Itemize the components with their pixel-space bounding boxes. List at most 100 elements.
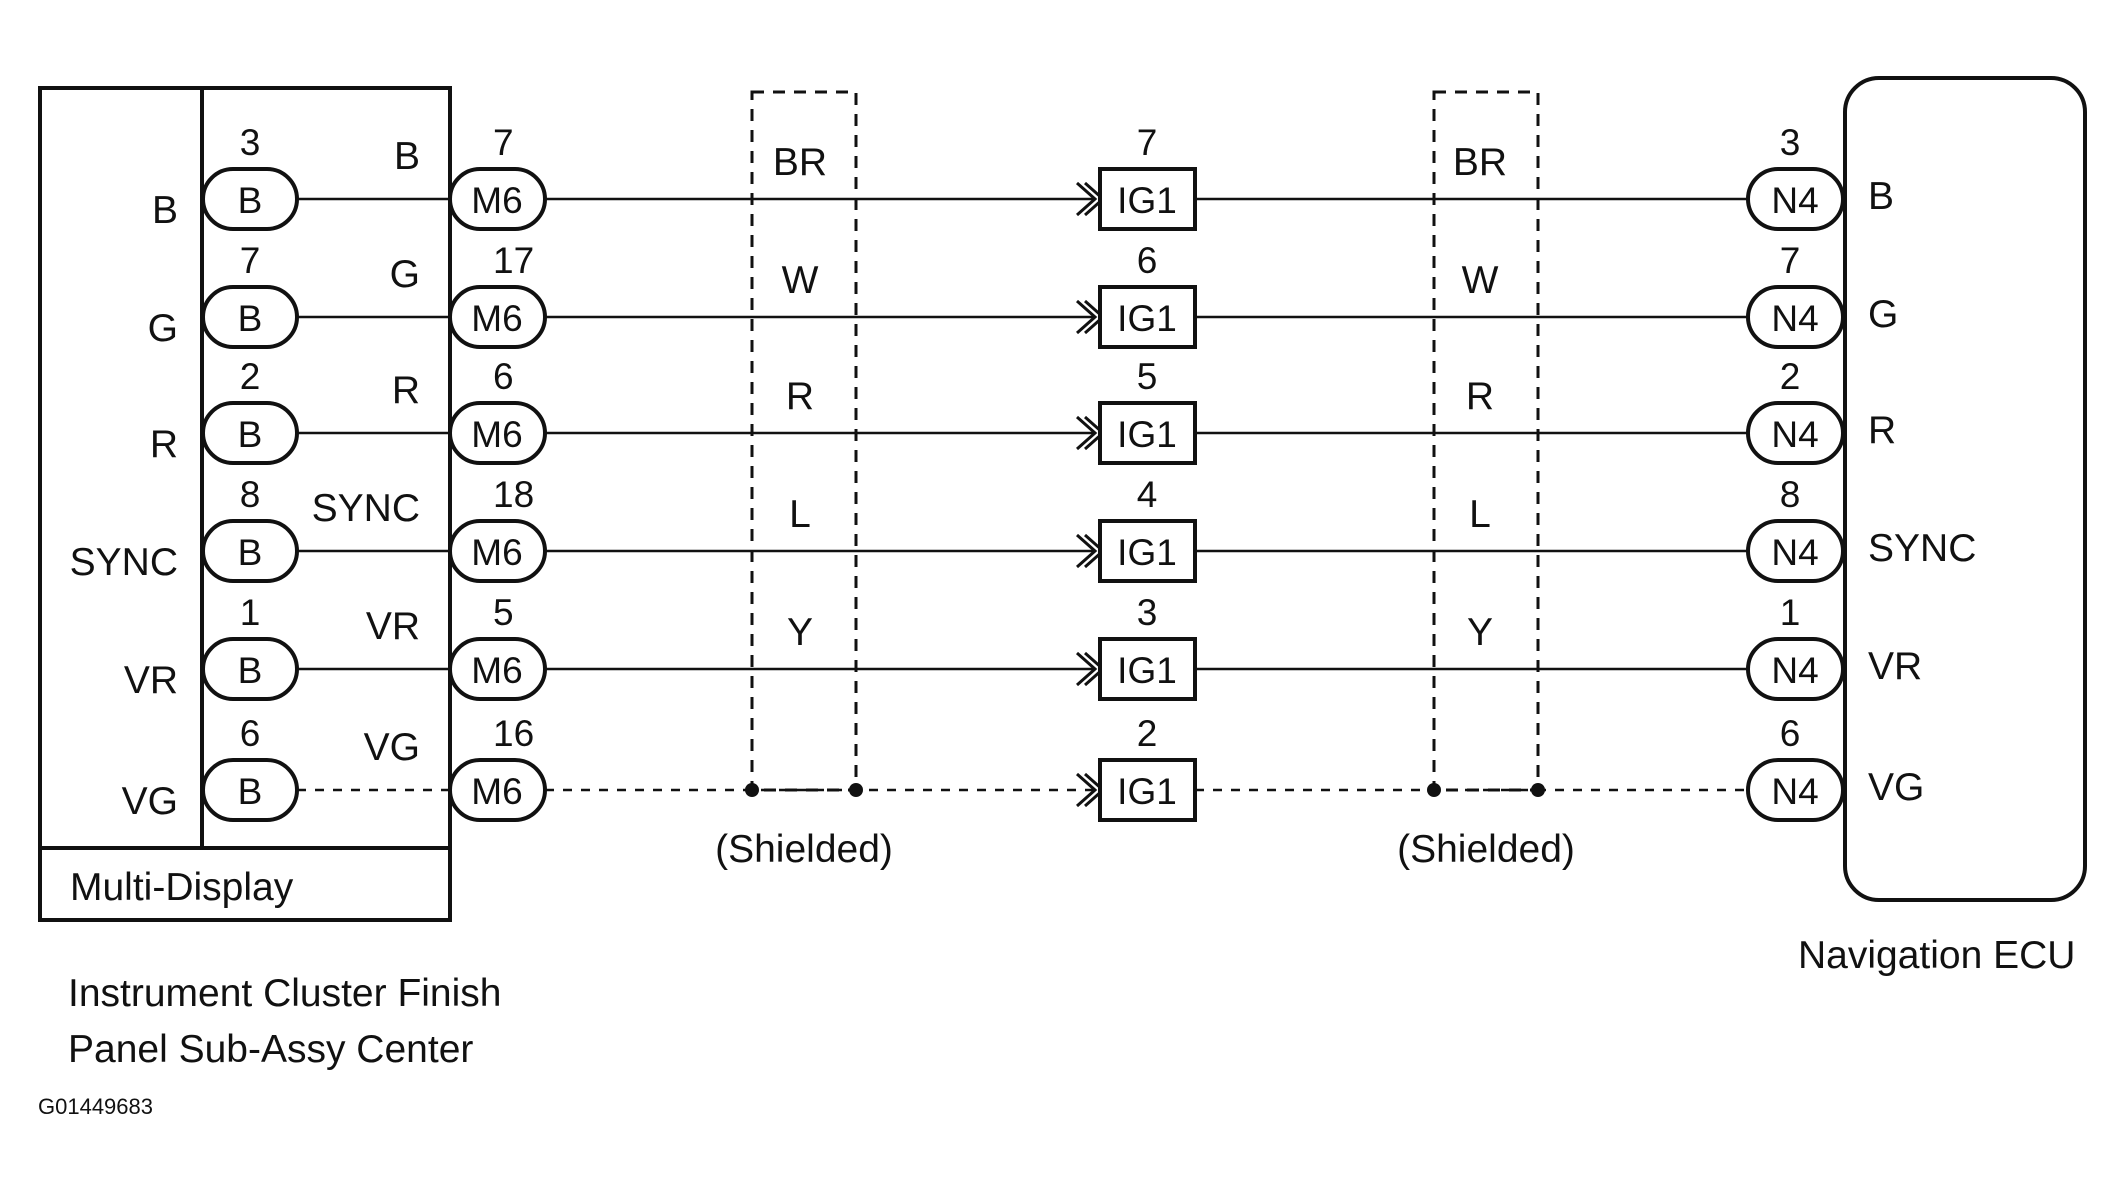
- n4-pin-number: 7: [1780, 240, 1801, 281]
- ig1-connector: [1098, 519, 1197, 583]
- diagram-id: G01449683: [38, 1094, 153, 1119]
- b-connector: [201, 758, 299, 822]
- m6-connector: [448, 401, 547, 465]
- n4-pin-number: 6: [1780, 713, 1801, 754]
- right-terminal-label: VR: [1868, 645, 1922, 688]
- n4-connector: [1746, 758, 1845, 822]
- b-connector-label: B: [238, 771, 263, 812]
- m6-connector-label: M6: [471, 414, 522, 455]
- terminal-arrow: [1076, 415, 1098, 451]
- right-wire-color-label: W: [1462, 259, 1499, 302]
- left-wire-label: VG: [364, 726, 420, 769]
- shield-drain-dots: [745, 783, 1545, 797]
- b-pin-number: 6: [240, 713, 261, 754]
- wire-color-label: L: [789, 493, 811, 536]
- navigation-ecu-caption: Navigation ECU: [1798, 934, 2075, 977]
- n4-connector-label: N4: [1771, 180, 1818, 221]
- left-terminal-label: SYNC: [70, 541, 178, 584]
- m6-pin-number: 5: [493, 592, 514, 633]
- n4-connector: [1746, 401, 1845, 465]
- right-terminal-label: G: [1868, 293, 1898, 336]
- terminal-arrow: [1076, 533, 1098, 569]
- left-wire-label: SYNC: [312, 487, 420, 530]
- navigation-ecu-box: [1843, 76, 2087, 902]
- n4-connector: [1746, 637, 1845, 701]
- ig1-pin-number: 7: [1137, 122, 1158, 163]
- m6-pin-number: 7: [493, 122, 514, 163]
- ig1-connector-label: IG1: [1117, 771, 1177, 812]
- m6-connector-label: M6: [471, 650, 522, 691]
- b-connector-label: B: [238, 532, 263, 573]
- m6-connector: [448, 167, 547, 231]
- right-terminal-label: R: [1868, 409, 1896, 452]
- left-wire-label: G: [390, 253, 420, 296]
- m6-connector-label: M6: [471, 532, 522, 573]
- shield-box-right: [1432, 90, 1540, 792]
- m6-connector: [448, 519, 547, 583]
- ig1-pin-number: 6: [1137, 240, 1158, 281]
- wire-color-label: BR: [773, 141, 827, 184]
- left-wire-label: R: [392, 369, 420, 412]
- b-pin-number: 1: [240, 592, 261, 633]
- wire-color-label: Y: [787, 611, 813, 654]
- n4-connector: [1746, 285, 1845, 349]
- shielded-label-right: (Shielded): [1397, 828, 1575, 871]
- ig1-connector-label: IG1: [1117, 532, 1177, 573]
- right-wire-color-label: L: [1469, 493, 1491, 536]
- ig1-pin-number: 3: [1137, 592, 1158, 633]
- ig1-connector: [1098, 285, 1197, 349]
- shield-dot: [1427, 783, 1441, 797]
- m6-connector-label: M6: [471, 180, 522, 221]
- multi-display-unit: Multi-Display: [38, 86, 452, 922]
- n4-connector-label: N4: [1771, 298, 1818, 339]
- right-terminal-label: SYNC: [1868, 527, 1976, 570]
- shield-dot: [745, 783, 759, 797]
- right-terminal-label: VG: [1868, 766, 1924, 809]
- shielded-label-left: (Shielded): [715, 828, 893, 871]
- b-pin-number: 3: [240, 122, 261, 163]
- n4-pin-number: 1: [1780, 592, 1801, 633]
- left-terminal-label: VR: [124, 659, 178, 702]
- n4-pin-number: 8: [1780, 474, 1801, 515]
- terminal-arrow: [1076, 299, 1098, 335]
- left-wire-label: VR: [366, 605, 420, 648]
- left-terminal-label: R: [150, 423, 178, 466]
- multi-display-label: Multi-Display: [70, 866, 294, 909]
- n4-connector: [1746, 167, 1845, 231]
- b-connector: [201, 519, 299, 583]
- ig1-connector: [1098, 401, 1197, 465]
- left-terminal-label: B: [152, 189, 178, 232]
- ig1-pin-number: 2: [1137, 713, 1158, 754]
- n4-connector-label: N4: [1771, 414, 1818, 455]
- ig1-connector-label: IG1: [1117, 298, 1177, 339]
- n4-connector-label: N4: [1771, 650, 1818, 691]
- ig1-connector-label: IG1: [1117, 180, 1177, 221]
- m6-connector-label: M6: [471, 771, 522, 812]
- m6-pin-number: 18: [493, 474, 534, 515]
- b-pin-number: 8: [240, 474, 261, 515]
- b-connector-label: B: [238, 650, 263, 691]
- shield-dot: [849, 783, 863, 797]
- right-terminal-label: B: [1868, 175, 1894, 218]
- terminal-arrow: [1076, 772, 1098, 808]
- m6-connector: [448, 285, 547, 349]
- b-connector-label: B: [238, 298, 263, 339]
- ig1-connector: [1098, 637, 1197, 701]
- n4-connector-label: N4: [1771, 532, 1818, 573]
- m6-connector: [448, 637, 547, 701]
- b-connector-label: B: [238, 180, 263, 221]
- component-caption-line-2: Panel Sub-Assy Center: [68, 1028, 473, 1071]
- b-connector: [201, 285, 299, 349]
- right-wire-color-label: R: [1466, 375, 1494, 418]
- ig1-pin-number: 5: [1137, 356, 1158, 397]
- b-connector: [201, 401, 299, 465]
- left-wire-label: B: [394, 135, 420, 178]
- b-pin-number: 7: [240, 240, 261, 281]
- b-connector: [201, 167, 299, 231]
- m6-connector: [448, 758, 547, 822]
- b-connector: [201, 637, 299, 701]
- b-connector-label: B: [238, 414, 263, 455]
- terminal-arrow: [1076, 651, 1098, 687]
